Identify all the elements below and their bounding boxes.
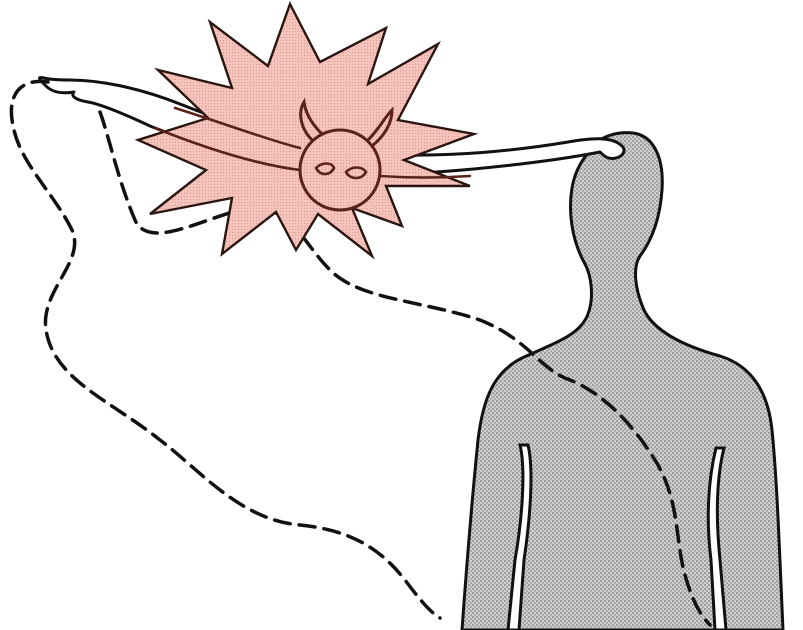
human-figure-body — [462, 133, 783, 630]
